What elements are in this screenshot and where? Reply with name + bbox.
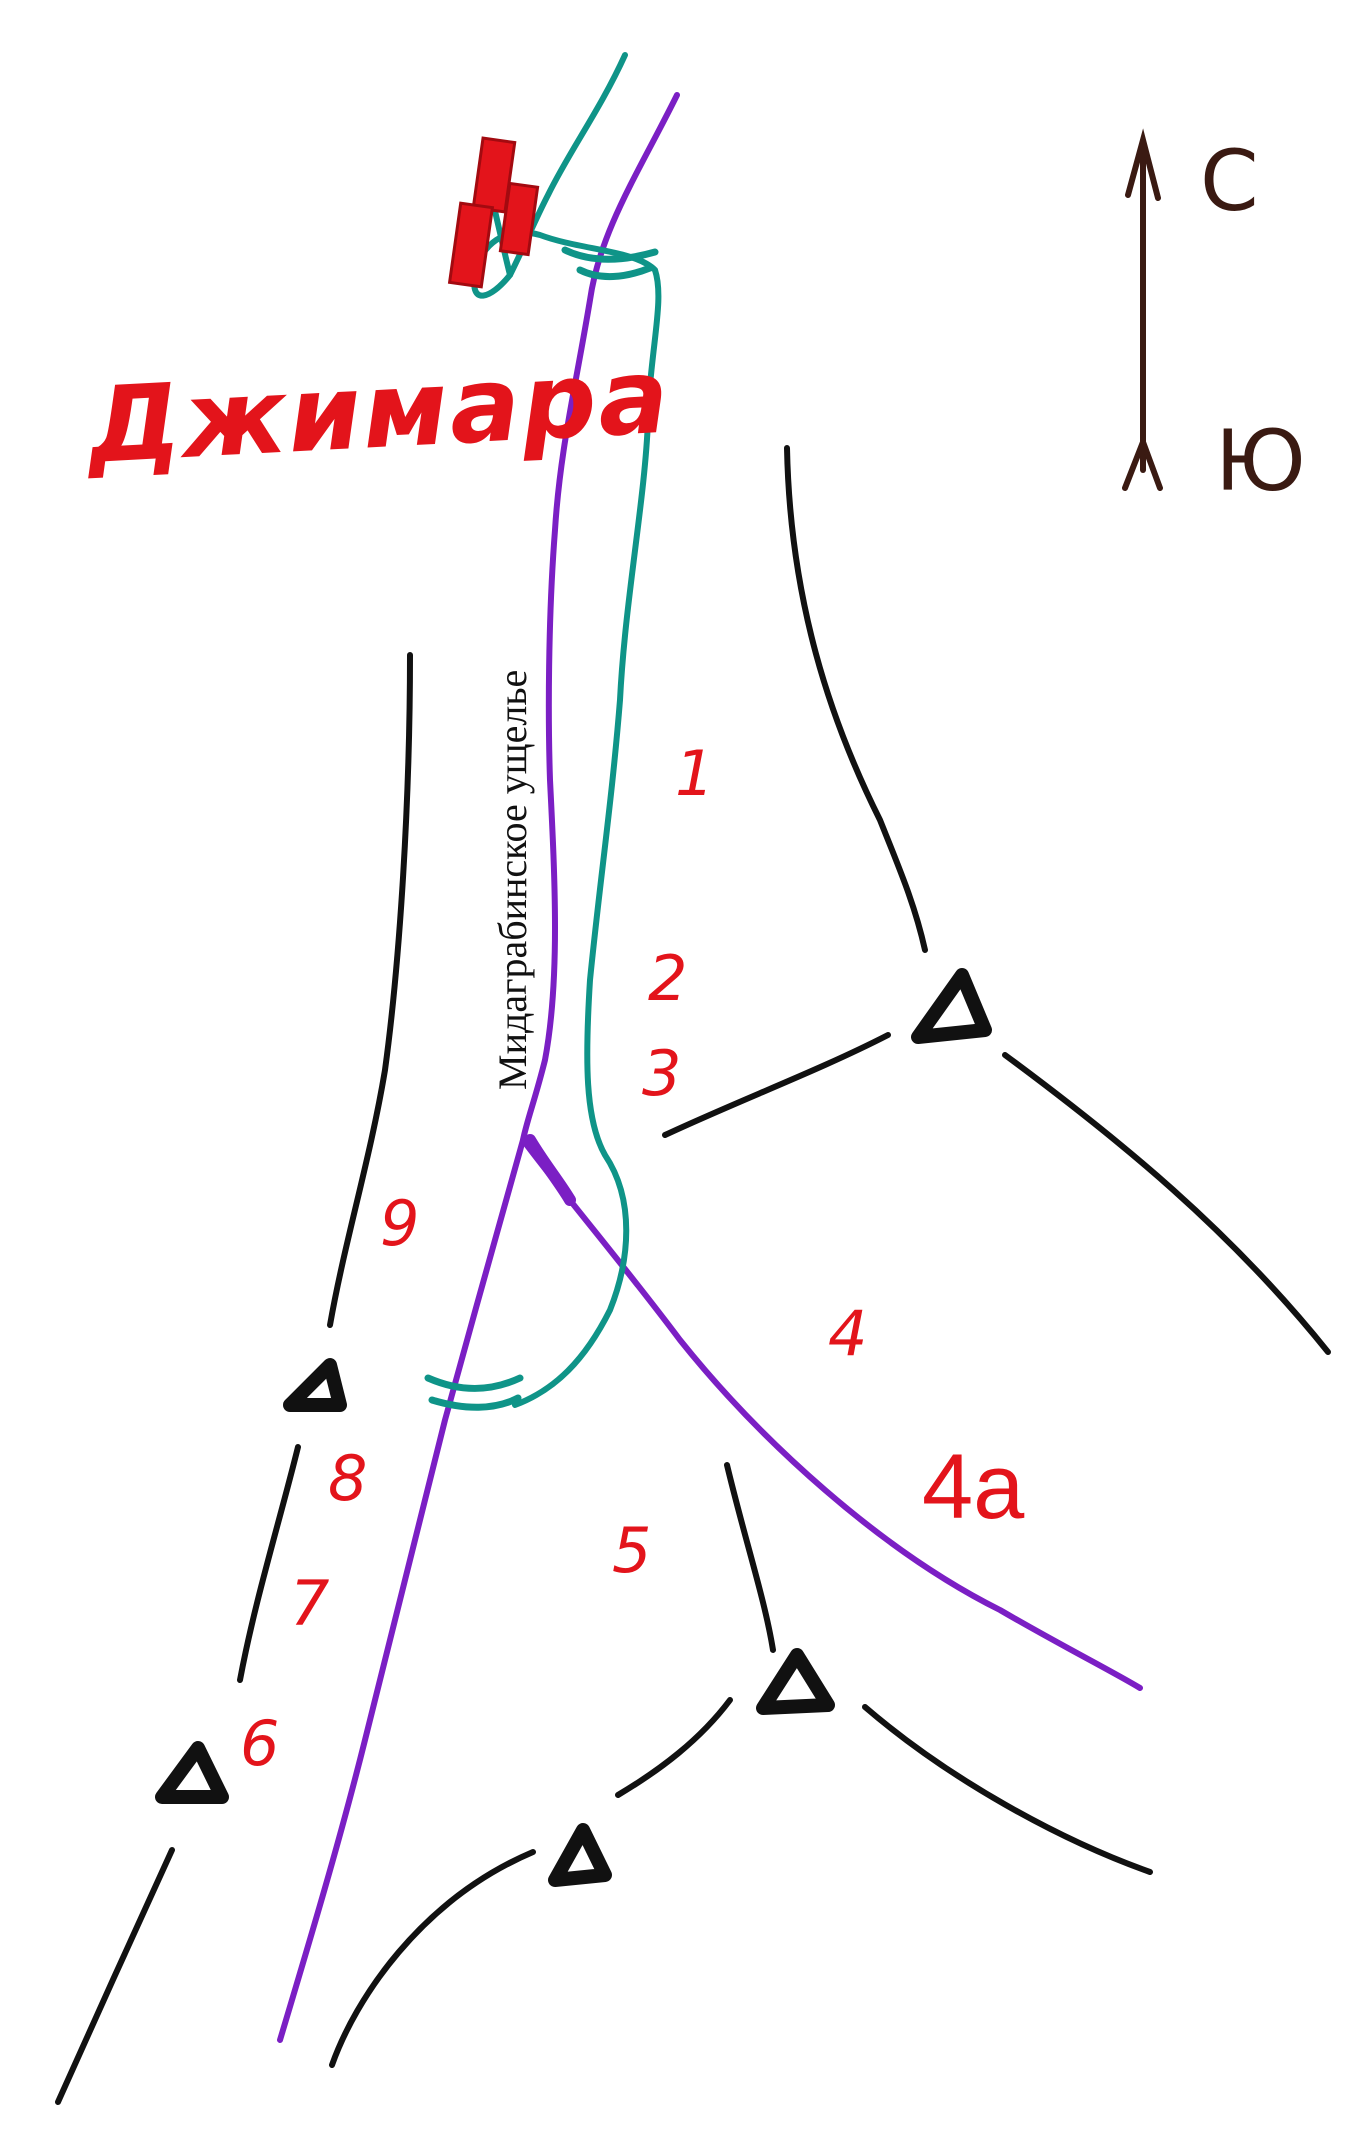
point-label-5: 5 xyxy=(612,1514,651,1587)
point-labels: 1 2 3 4 4а 5 6 7 8 9 xyxy=(240,737,1025,1780)
point-label-8: 8 xyxy=(328,1442,367,1515)
compass-south-label: Ю xyxy=(1215,412,1306,510)
ridge-lower-spur xyxy=(615,1697,733,1798)
peak-icon xyxy=(155,1741,229,1804)
point-label-9: 9 xyxy=(380,1187,419,1260)
building-icon xyxy=(447,201,495,289)
river-confluence-thick xyxy=(524,1134,576,1206)
point-label-1: 1 xyxy=(675,737,714,810)
compass-arrowhead-icon xyxy=(1125,128,1161,201)
village-name: Джимара xyxy=(82,335,673,487)
point-label-3: 3 xyxy=(642,1037,681,1110)
compass-north-label: С xyxy=(1200,132,1259,230)
building-icon xyxy=(498,181,540,257)
ridge-right-upper xyxy=(784,445,928,953)
ridge-lower-south xyxy=(329,1849,536,2068)
ridge-lower-north xyxy=(724,1462,776,1653)
point-label-6: 6 xyxy=(240,1707,279,1780)
rivers xyxy=(277,92,1143,2043)
ridges xyxy=(55,445,1331,2105)
bridges xyxy=(424,246,659,1411)
bridge-icon xyxy=(561,246,659,281)
peak-icon xyxy=(756,1648,835,1715)
point-label-7: 7 xyxy=(290,1567,329,1640)
compass xyxy=(1122,128,1163,491)
river-tributary xyxy=(520,1137,1143,1691)
peak-icon xyxy=(911,968,992,1044)
village-buildings xyxy=(447,136,540,289)
river-main xyxy=(277,92,680,2043)
ridge-left-middle xyxy=(237,1444,301,1683)
peak-icon xyxy=(548,1823,612,1887)
point-label-2: 2 xyxy=(648,942,687,1015)
ridge-left-upper xyxy=(327,652,413,1328)
ridge-left-lower xyxy=(55,1847,175,2105)
ridge-lower-east xyxy=(862,1704,1153,1875)
gorge-name: Мидаграбинское ущелье xyxy=(490,670,535,1090)
bridge-icon xyxy=(424,1374,524,1411)
ridge-right-east xyxy=(1002,1052,1331,1355)
point-label-4: 4 xyxy=(828,1297,867,1370)
ridge-right-spur xyxy=(662,1032,891,1138)
point-label-4a: 4а xyxy=(922,1436,1025,1538)
peak-icon xyxy=(283,1358,347,1412)
compass-tail-icon xyxy=(1122,433,1163,491)
peaks xyxy=(155,968,992,1887)
